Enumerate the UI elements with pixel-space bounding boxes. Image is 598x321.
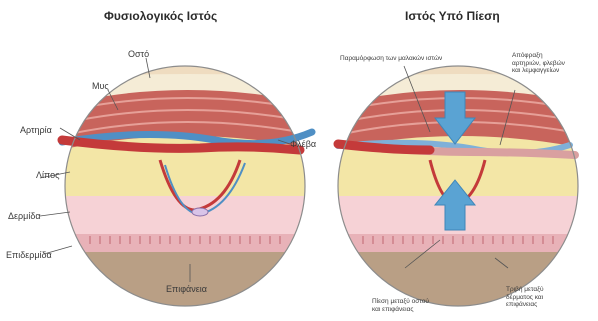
label-pressure: Πίεση μεταξύ οστού και επιφάνειας (372, 298, 429, 313)
fat-layer (60, 160, 320, 198)
dermis-layer (60, 196, 320, 236)
label-friction: Τριβή μεταξύ δέρματος και επιφάνειας (506, 286, 544, 309)
label-bone: Οστό (128, 49, 149, 59)
label-surface: Επιφάνεια (166, 284, 207, 294)
label-epidermis: Επιδερμίδα (6, 250, 52, 260)
label-fat: Λίπος (36, 170, 59, 180)
bone-top-texture (60, 48, 320, 78)
label-occlusion: Απόφραξη αρτηριών, φλεβών και λεμφαγγείω… (512, 52, 565, 75)
label-artery: Αρτηρία (20, 125, 52, 135)
label-deformation: Παραμόρφωση των μαλακών ιστών (340, 55, 442, 63)
label-muscle: Μυς (92, 81, 109, 91)
right-tissue-cross-section (333, 48, 593, 321)
label-vein: Φλέβα (290, 139, 316, 149)
label-dermis: Δερμίδα (8, 211, 41, 221)
